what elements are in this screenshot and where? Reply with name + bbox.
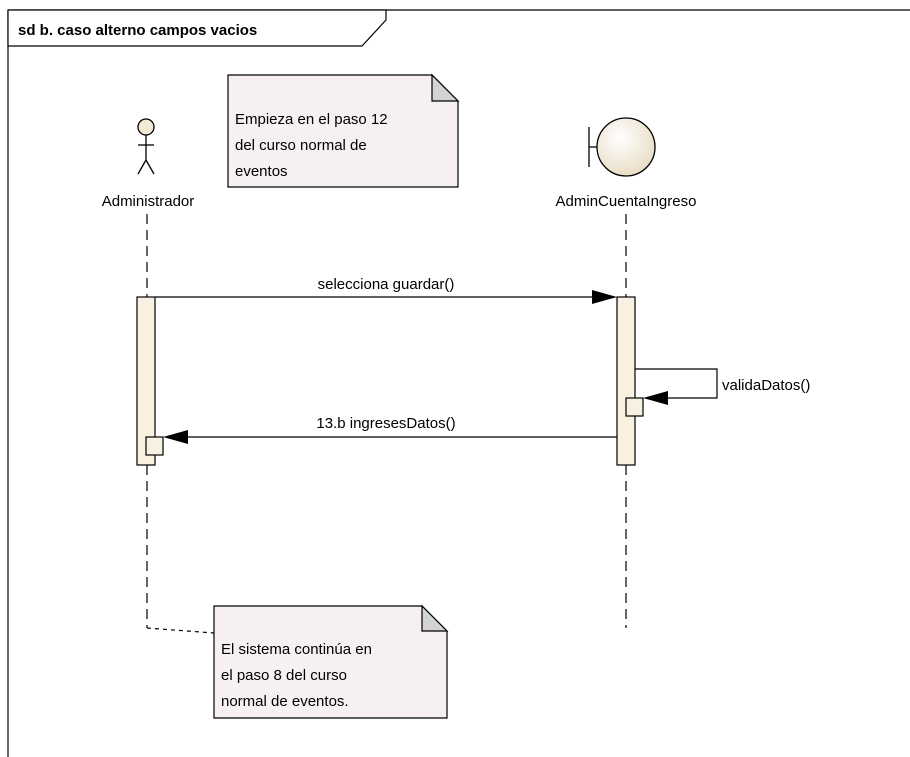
message-label: selecciona guardar() — [318, 276, 455, 293]
arrowhead-icon — [643, 391, 668, 405]
arrowhead-icon — [163, 430, 188, 444]
actor-activation-bar — [136, 296, 156, 466]
boundary-name-label: AdminCuentaIngreso — [556, 193, 697, 210]
note-bottom[interactable]: El sistema continúa en el paso 8 del cur… — [146, 604, 449, 719]
message-validadatos[interactable]: validaDatos() — [635, 368, 810, 405]
message-label: validaDatos() — [722, 377, 810, 394]
boundary-activation-bar — [616, 296, 636, 466]
message-selecciona-guardar[interactable]: selecciona guardar() — [155, 276, 617, 304]
diagram-frame: sd b. caso alterno campos vacios — [7, 9, 910, 757]
lifeline-admincuentaingreso[interactable]: AdminCuentaIngreso — [556, 117, 697, 628]
frame-title: sd b. caso alterno campos vacios — [18, 22, 257, 39]
lifeline-administrador[interactable]: Administrador — [102, 118, 195, 628]
message-ingresesdatos[interactable]: 13.b ingresesDatos() — [163, 415, 617, 444]
arrowhead-icon — [592, 290, 617, 304]
boundary-nested-activation — [625, 397, 644, 417]
note-text: El sistema continúa en el paso 8 del cur… — [221, 641, 376, 710]
note-text: Empieza en el paso 12 del curso normal d… — [235, 111, 392, 180]
actor-name-label: Administrador — [102, 193, 195, 210]
note-top[interactable]: Empieza en el paso 12 del curso normal d… — [227, 73, 460, 188]
note-fold-icon — [431, 73, 460, 102]
message-label: 13.b ingresesDatos() — [316, 415, 455, 432]
frame-title-tab — [7, 9, 387, 47]
note-fold-icon — [421, 604, 449, 632]
note-anchor-line — [146, 627, 215, 634]
actor-nested-activation — [145, 436, 164, 456]
actor-icon — [137, 118, 155, 175]
boundary-icon — [588, 117, 656, 177]
